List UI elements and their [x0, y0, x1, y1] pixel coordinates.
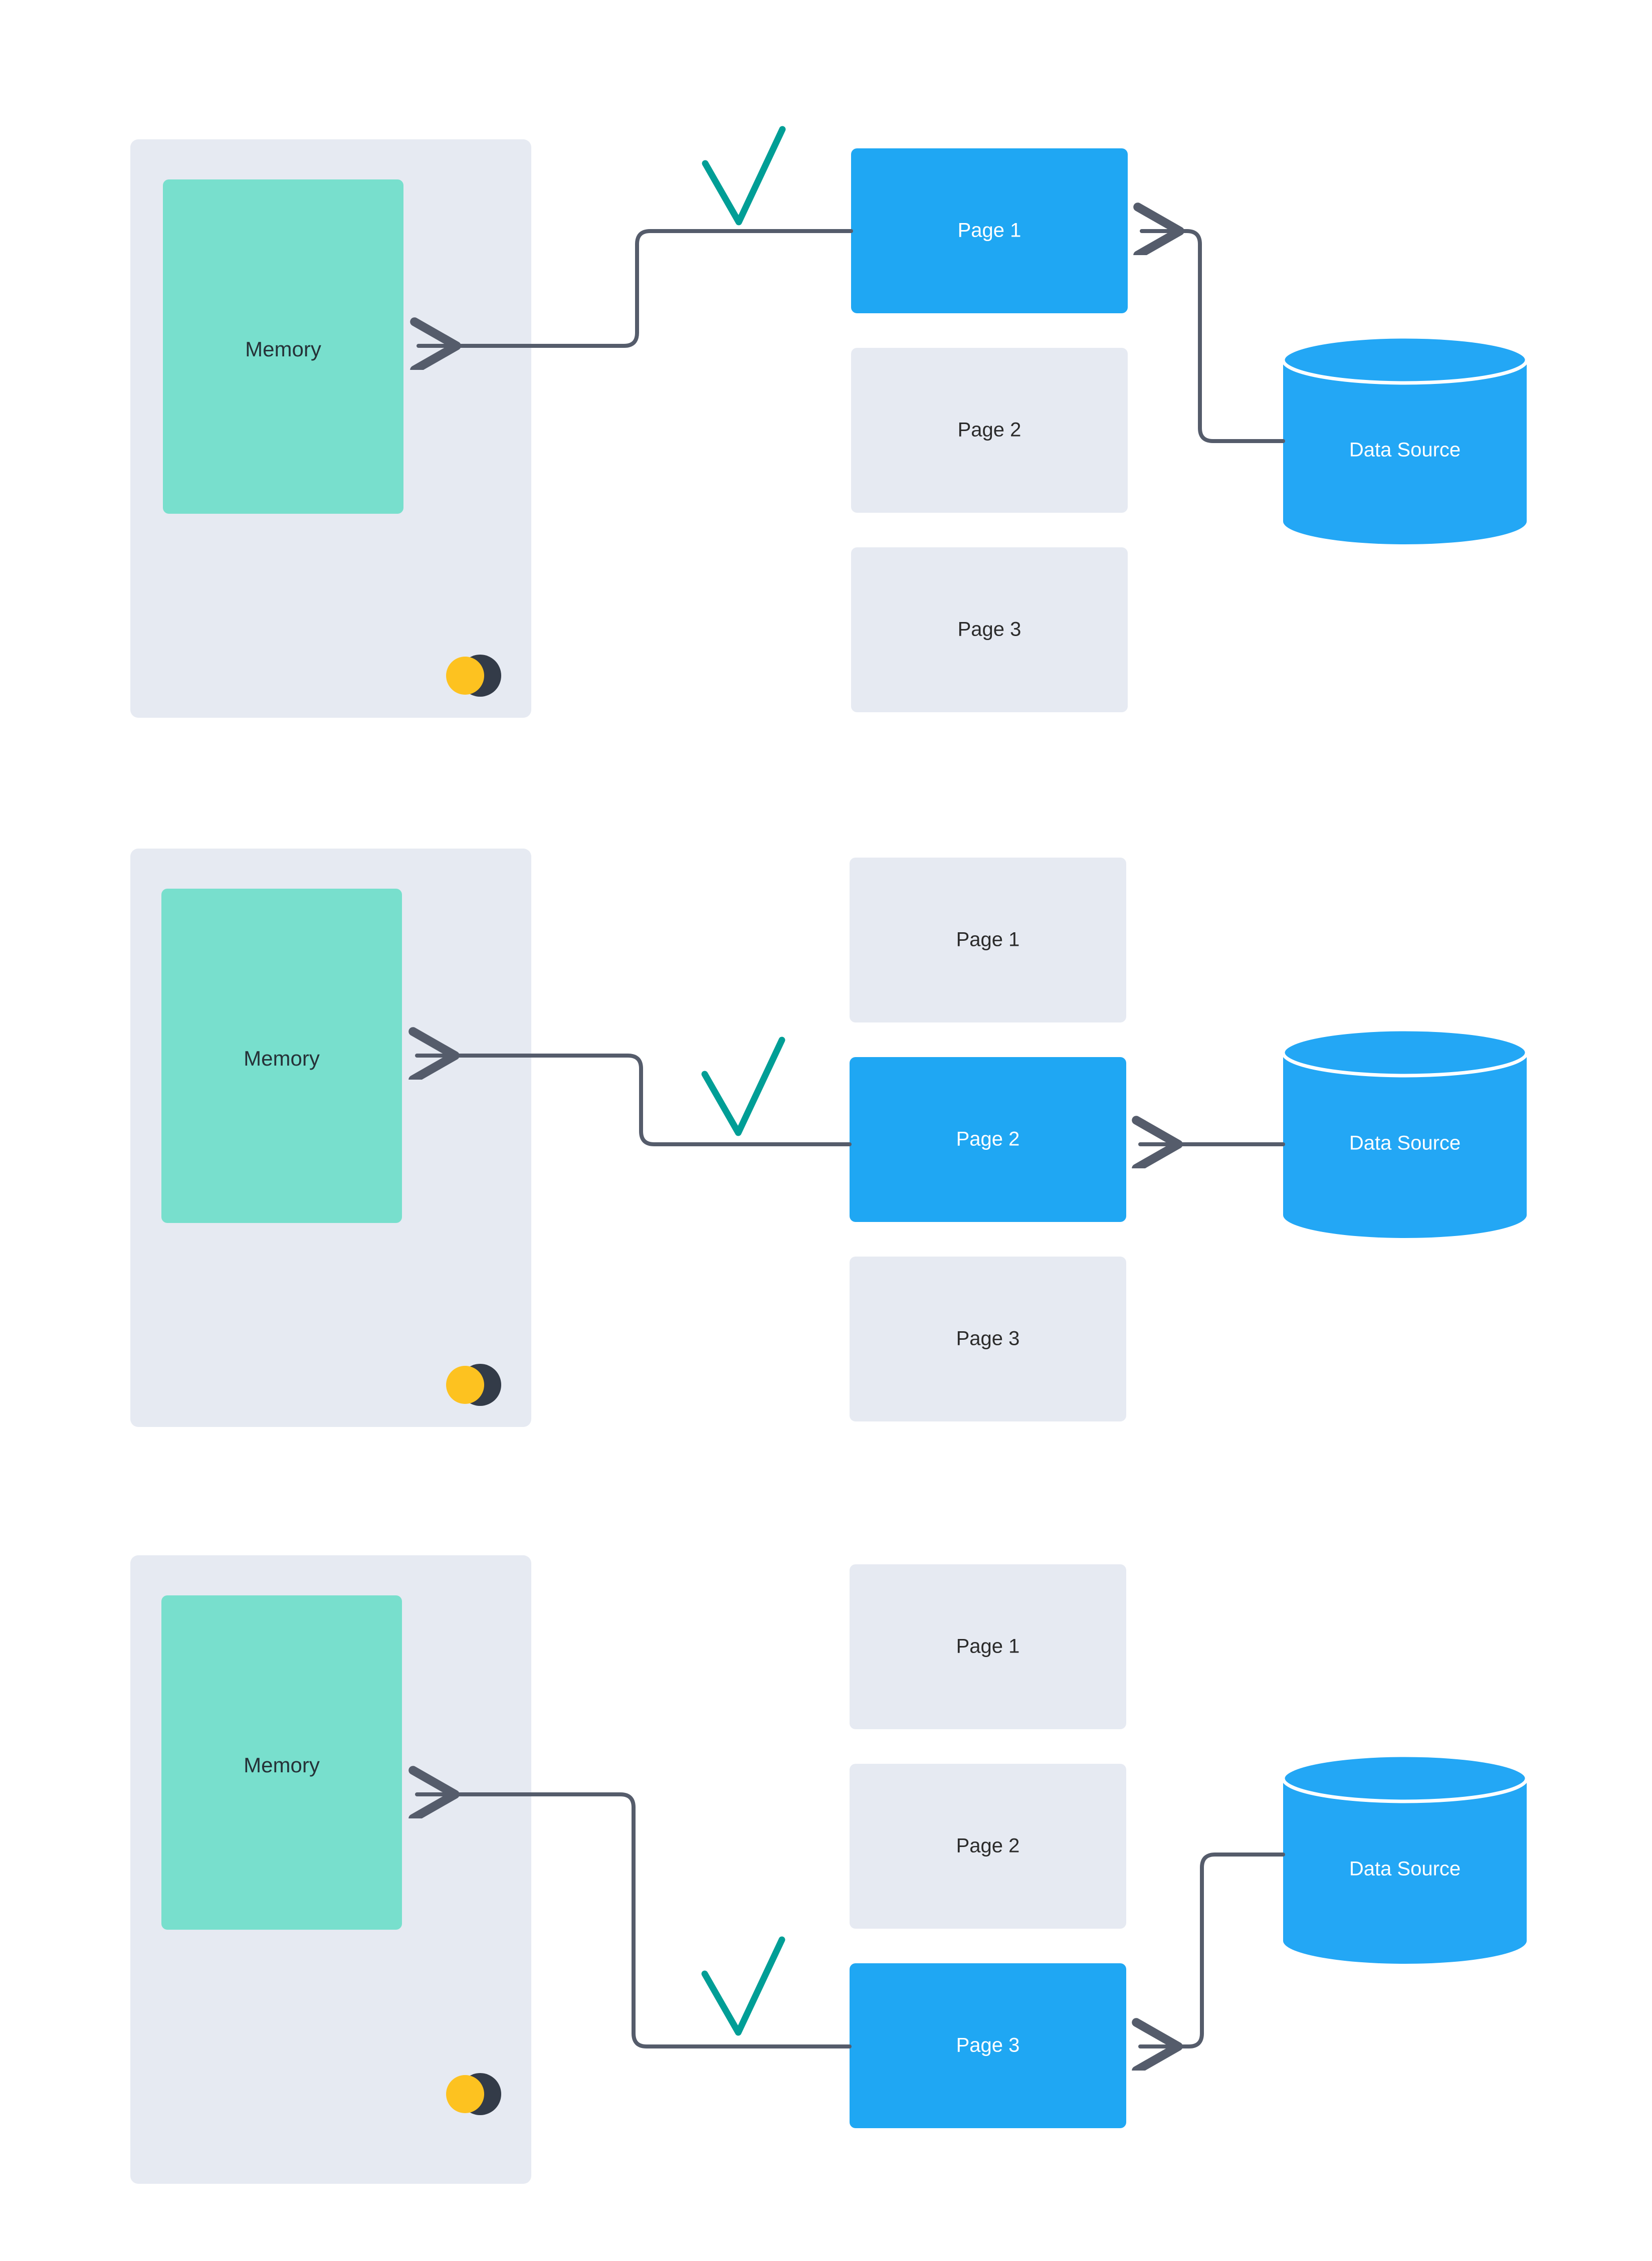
step-2-data-source-label: Data Source: [1349, 1132, 1461, 1154]
step-3-connector-source-to-page: [1140, 1853, 1285, 2046]
step-1-page-2-box[interactable]: [851, 348, 1128, 513]
step-3-page-1-label: Page 1: [956, 1635, 1020, 1658]
step-2-checkmark-icon: [701, 1037, 785, 1136]
step-3-connector-page-to-memory: [417, 1794, 852, 2048]
step-2-logo-icon: [446, 1353, 523, 1416]
step-2-memory-block: [161, 889, 402, 1223]
step-3-memory-label: Memory: [244, 1753, 320, 1777]
step-3-page-3-box[interactable]: [850, 1963, 1126, 2128]
step-3-checkmark-icon: [701, 1936, 785, 2036]
step-2-page-3-label: Page 3: [956, 1328, 1020, 1350]
step-1-page-3-box[interactable]: [851, 547, 1128, 712]
step-2-page-3-box[interactable]: [850, 1257, 1126, 1421]
step-1-connector-source-to-page: [1142, 231, 1285, 443]
step-3-data-source-label: Data Source: [1349, 1858, 1461, 1880]
step-2-page-2-label: Page 2: [956, 1128, 1020, 1150]
step-2-group: Memory Page 1 Page 2 Page 3 Data Source: [130, 849, 1529, 1427]
step-1-page-2-label: Page 2: [958, 419, 1021, 441]
step-1-memory-block: [163, 179, 403, 514]
step-3-memory-block: [161, 1595, 402, 1930]
step-3-page-3-label: Page 3: [956, 2034, 1020, 2057]
step-1-page-1-label: Page 1: [958, 220, 1021, 242]
step-3-page-2-label: Page 2: [956, 1835, 1020, 1857]
step-1-logo-icon: [446, 644, 523, 708]
step-2-page-1-label: Page 1: [956, 929, 1020, 951]
step-1-data-source-cylinder: [1281, 335, 1529, 544]
step-1-connector-page-to-memory: [419, 229, 853, 346]
step-3-page-2-box[interactable]: [850, 1764, 1126, 1929]
step-1-page-1-box[interactable]: [851, 148, 1128, 313]
step-2-page-1-box[interactable]: [850, 858, 1126, 1022]
step-3-group: Memory Page 1 Page 2 Page 3 Data Source: [130, 1555, 1529, 2184]
step-2-memory-label: Memory: [244, 1047, 320, 1070]
step-1-data-source-label: Data Source: [1349, 439, 1461, 461]
step-1-group: Memory Page 1 Page 2 Page 3 Data Source: [130, 126, 1529, 718]
step-1-memory-label: Memory: [245, 337, 321, 361]
step-2-page-2-box[interactable]: [850, 1057, 1126, 1222]
step-3-data-source-cylinder: [1281, 1753, 1529, 1964]
step-1-page-3-label: Page 3: [958, 619, 1021, 641]
step-2-data-source-cylinder: [1281, 1027, 1529, 1238]
step-1-checkmark-icon: [702, 126, 786, 226]
step-3-logo-icon: [446, 2063, 523, 2126]
step-2-connector-page-to-memory: [417, 1056, 852, 1146]
step-3-page-1-box[interactable]: [850, 1564, 1126, 1729]
